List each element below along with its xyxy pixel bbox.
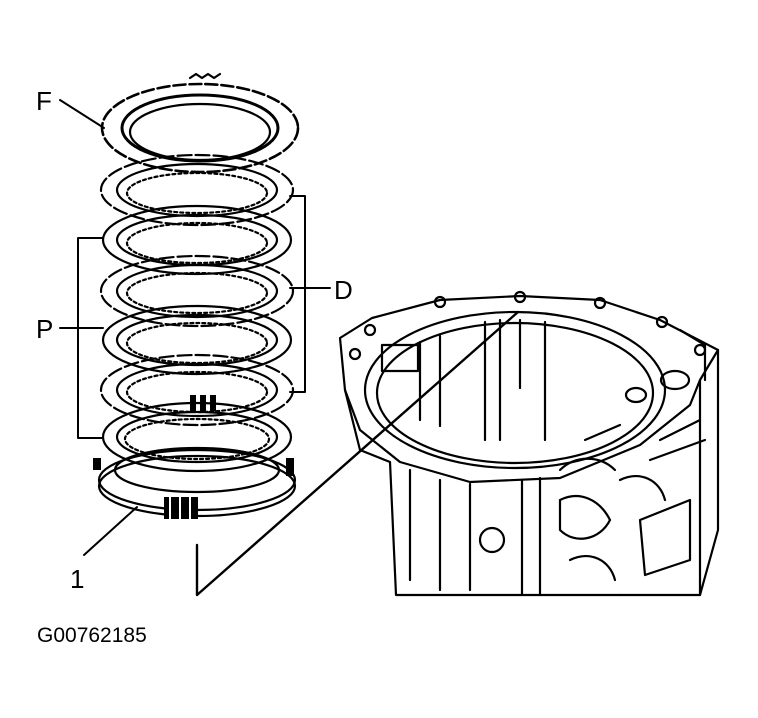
label-p: P [36, 314, 54, 344]
clutch-plate-6 [101, 401, 293, 473]
label-f: F [36, 86, 52, 116]
label-d: D [334, 275, 353, 305]
label-1: 1 [70, 564, 85, 594]
leader-f [59, 99, 105, 129]
figure-code: G00762185 [37, 624, 147, 647]
bracket-d [289, 195, 306, 393]
install-guide-lines [195, 310, 520, 597]
clutch-disc-5 [99, 353, 295, 427]
clutch-plate-4 [101, 304, 293, 376]
retainer-ring [93, 446, 297, 520]
transmission-case [338, 290, 720, 597]
flange-plate [100, 72, 300, 174]
bracket-p [77, 237, 104, 439]
leader-1 [83, 506, 138, 556]
